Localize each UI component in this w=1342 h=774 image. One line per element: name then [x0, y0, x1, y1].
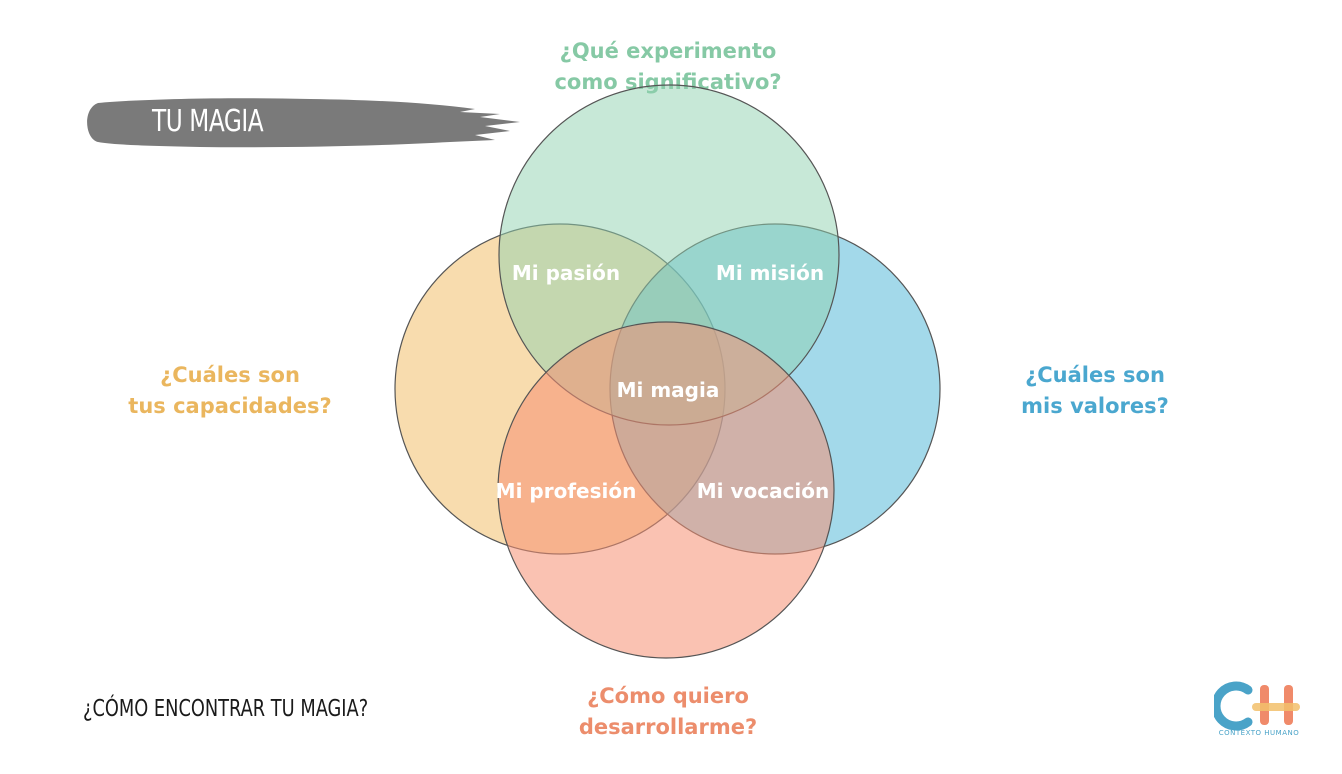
question-bottom-line-2: desarrollarme? — [578, 715, 758, 739]
question-right: ¿Cuáles son mis valores? — [975, 360, 1215, 422]
logo-c-shape — [1214, 681, 1253, 731]
question-bottom: ¿Cómo quiero desarrollarme? — [548, 681, 788, 743]
logo-caption: CONTEXTO HUMANO — [1218, 729, 1300, 737]
question-top: ¿Qué experimento como significativo? — [548, 36, 788, 98]
page-subtitle: ¿CÓMO ENCONTRAR TU MAGIA? — [83, 696, 369, 722]
region-label-mission: Mi misión — [716, 261, 824, 285]
region-label-passion: Mi pasión — [512, 261, 620, 285]
region-label-vocation: Mi vocación — [697, 479, 830, 503]
title-brush-banner — [87, 98, 520, 148]
region-label-profession: Mi profesión — [496, 479, 637, 503]
question-left-line-1: ¿Cuáles son — [160, 363, 300, 387]
page-title: TU MAGIA — [152, 104, 264, 139]
question-left: ¿Cuáles son tus capacidades? — [110, 360, 350, 422]
region-label-magic: Mi magia — [617, 378, 720, 402]
brush-stroke-shape — [87, 98, 520, 148]
logo-h-crossbar — [1252, 703, 1300, 711]
question-right-line-2: mis valores? — [1021, 394, 1169, 418]
question-top-line-1: ¿Qué experimento — [559, 39, 777, 63]
question-bottom-line-1: ¿Cómo quiero — [587, 684, 749, 708]
question-left-line-2: tus capacidades? — [128, 394, 332, 418]
contexto-humano-logo — [1214, 681, 1300, 731]
question-right-line-1: ¿Cuáles son — [1025, 363, 1165, 387]
circle-bottom-development — [497, 321, 835, 659]
